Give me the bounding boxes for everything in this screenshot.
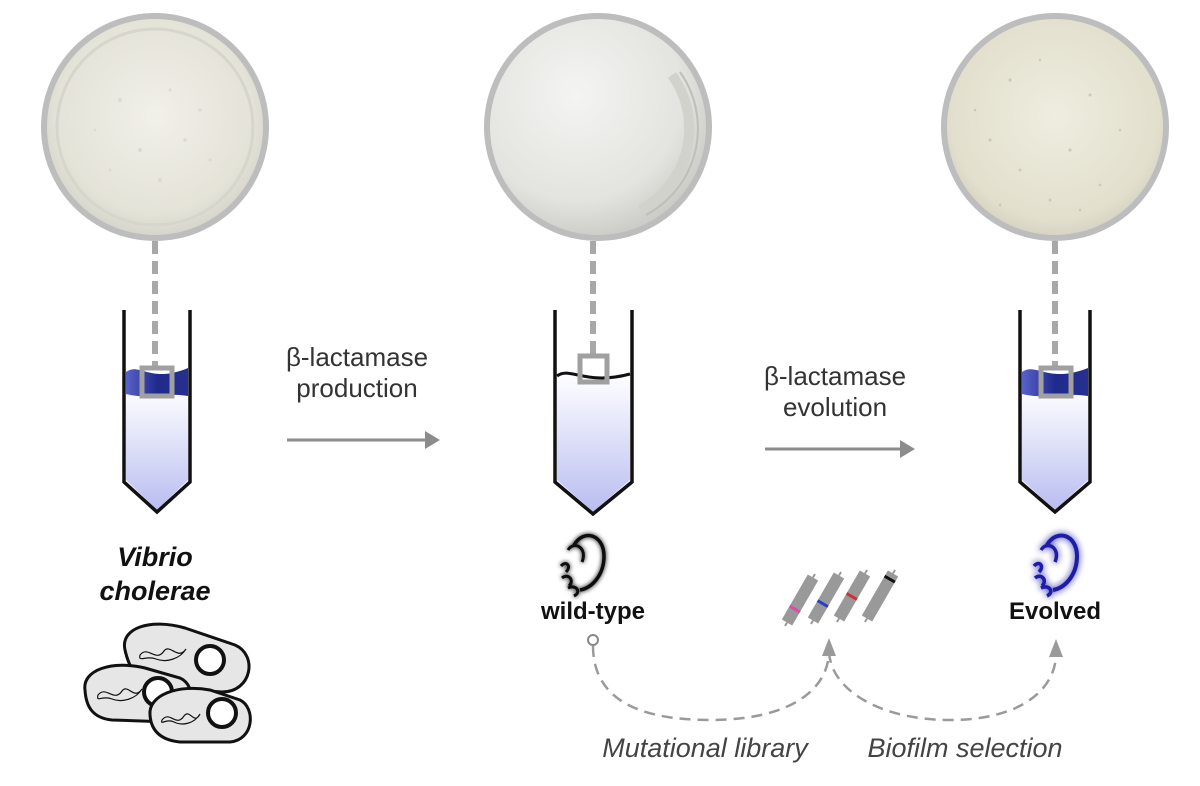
- evolution-line2: evolution: [782, 392, 888, 422]
- evolution-arrowhead: [900, 440, 915, 458]
- evolution-line1: β-lactamase: [763, 361, 907, 391]
- mutational-library-flow: [587, 634, 836, 722]
- wild-type-enzyme-icon: [559, 533, 606, 598]
- organism-genus: Vibrio: [117, 542, 193, 572]
- evolution-step-label: β-lactamase evolution: [725, 361, 945, 423]
- evolved-label: Evolved: [1008, 598, 1102, 625]
- tube-2: [553, 310, 634, 517]
- petri-dish-2: [484, 13, 712, 241]
- biofilm-selection-label: Biofilm selection: [867, 733, 1063, 763]
- petri-dish-3: [941, 13, 1169, 241]
- production-step-label: β-lactamase production: [247, 342, 467, 404]
- mutational-library-label: Mutational library: [602, 733, 808, 763]
- production-arrowhead: [425, 431, 440, 449]
- zoom-connectors: [152, 241, 1058, 368]
- production-line1: β-lactamase: [285, 342, 429, 372]
- organism-species: cholerae: [99, 576, 211, 606]
- tube-1: [122, 310, 192, 515]
- wild-type-label: wild-type: [540, 598, 645, 625]
- organism-label: Vibrio cholerae: [75, 540, 235, 608]
- tube-3: [1018, 310, 1092, 515]
- mutant-gene-library-icon: [781, 569, 899, 627]
- petri-dish-1: [41, 13, 269, 241]
- production-line2: production: [296, 373, 418, 403]
- evolved-enzyme-icon: [1032, 533, 1080, 598]
- biofilm-selection-flow: [827, 639, 1063, 722]
- vibrio-cholerae-cells-icon: [83, 622, 252, 744]
